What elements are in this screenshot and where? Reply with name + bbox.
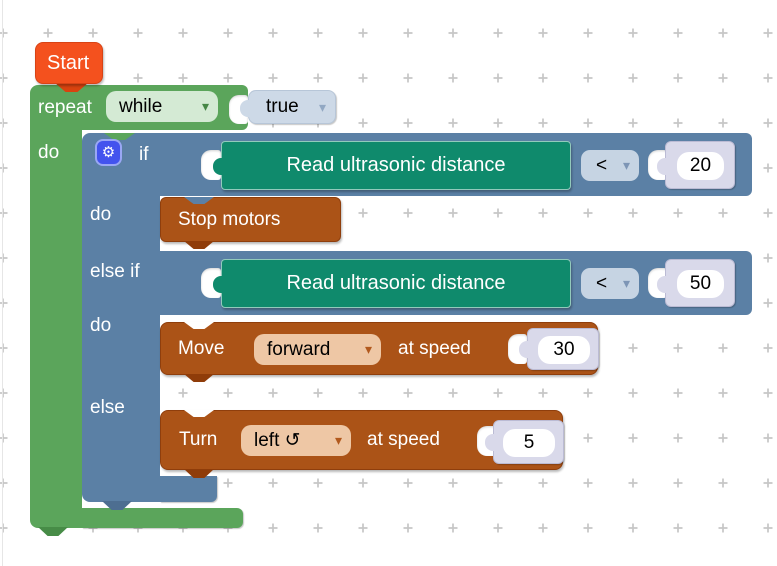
repeat-keyword-label: repeat — [38, 97, 92, 118]
number-block-tab — [657, 158, 668, 175]
workspace-left-edge — [2, 0, 3, 566]
direction-dropdown[interactable]: left ↺ ▾ — [241, 425, 351, 456]
repeat-block-footer[interactable] — [82, 508, 243, 528]
number-block-tab — [485, 434, 496, 451]
sensor-block[interactable]: Read ultrasonic distance — [213, 259, 571, 308]
number-block-50[interactable]: 50 — [657, 259, 735, 307]
number-block-5[interactable]: 5 — [485, 420, 564, 464]
start-block-connector-tab — [55, 83, 88, 92]
if-block-footer[interactable] — [160, 476, 217, 502]
start-label: Start — [47, 52, 90, 74]
direction-value: forward — [267, 339, 331, 360]
number-field[interactable]: 50 — [677, 270, 724, 298]
number-block-tab — [519, 341, 530, 358]
comparison-operator: < — [596, 273, 608, 294]
sensor-block[interactable]: Read ultrasonic distance — [213, 141, 571, 190]
turn-verb-label: Turn — [179, 429, 218, 450]
direction-dropdown[interactable]: forward ▾ — [254, 334, 381, 365]
elseif-label: else if — [90, 261, 140, 282]
if-do1-label: do — [90, 204, 112, 225]
number-field[interactable]: 20 — [677, 152, 724, 180]
dropdown-arrow-icon: ▾ — [334, 432, 342, 448]
move-block[interactable]: Move forward ▾ at speed 30 — [160, 322, 599, 382]
move-verb-label: Move — [178, 338, 225, 359]
start-block[interactable]: Start — [35, 42, 103, 84]
repeat-do-label: do — [38, 142, 60, 163]
comparison-dropdown[interactable]: < ▾ — [581, 268, 639, 299]
at-speed-label: at speed — [398, 338, 471, 359]
stop-motors-label: Stop motors — [178, 209, 281, 230]
statement-notch — [184, 410, 214, 417]
turn-next-connector — [184, 469, 214, 478]
number-block-30[interactable]: 30 — [519, 328, 599, 370]
comparison-dropdown[interactable]: < ▾ — [581, 150, 639, 181]
true-block[interactable]: true ▾ — [240, 90, 336, 124]
loop-mode-dropdown[interactable]: while ▾ — [106, 91, 218, 122]
dropdown-arrow-icon: ▾ — [318, 99, 326, 115]
if-do2-label: do — [90, 315, 112, 336]
repeat-block-left-column[interactable] — [30, 85, 82, 528]
if-label: if — [139, 144, 149, 165]
stop-next-connector — [184, 241, 214, 249]
if-block-left-column[interactable] — [82, 133, 160, 502]
if-block-top-notch — [104, 133, 135, 140]
statement-notch — [184, 197, 214, 204]
statement-notch — [184, 322, 214, 329]
comparison-operator: < — [596, 155, 608, 176]
sensor-label: Read ultrasonic distance — [286, 272, 506, 294]
stop-motors-block[interactable]: Stop motors — [160, 197, 341, 249]
true-block-tab — [240, 100, 251, 117]
else-label: else — [90, 397, 125, 418]
number-block-tab — [657, 276, 668, 293]
sensor-block-tab — [213, 158, 224, 175]
repeat-block-next-connector — [38, 527, 68, 536]
gear-glyph: ⚙ — [101, 144, 116, 161]
gear-icon[interactable]: ⚙ — [95, 139, 122, 166]
move-next-connector — [184, 374, 214, 382]
at-speed-label: at speed — [367, 429, 440, 450]
dropdown-arrow-icon: ▾ — [201, 98, 209, 114]
number-block-20[interactable]: 20 — [657, 141, 735, 189]
loop-mode-value: while — [119, 96, 163, 117]
if-block-next-connector — [102, 501, 132, 510]
sensor-label: Read ultrasonic distance — [286, 154, 506, 176]
direction-value: left ↺ — [254, 430, 301, 451]
true-block-value: true — [266, 96, 299, 117]
dropdown-arrow-icon: ▾ — [622, 275, 630, 291]
speed-field[interactable]: 30 — [538, 336, 590, 364]
dropdown-arrow-icon: ▾ — [622, 157, 630, 173]
speed-field[interactable]: 5 — [503, 429, 555, 457]
sensor-block-tab — [213, 276, 224, 293]
dropdown-arrow-icon: ▾ — [364, 341, 372, 357]
turn-block[interactable]: Turn left ↺ ▾ at speed 5 — [160, 410, 564, 478]
